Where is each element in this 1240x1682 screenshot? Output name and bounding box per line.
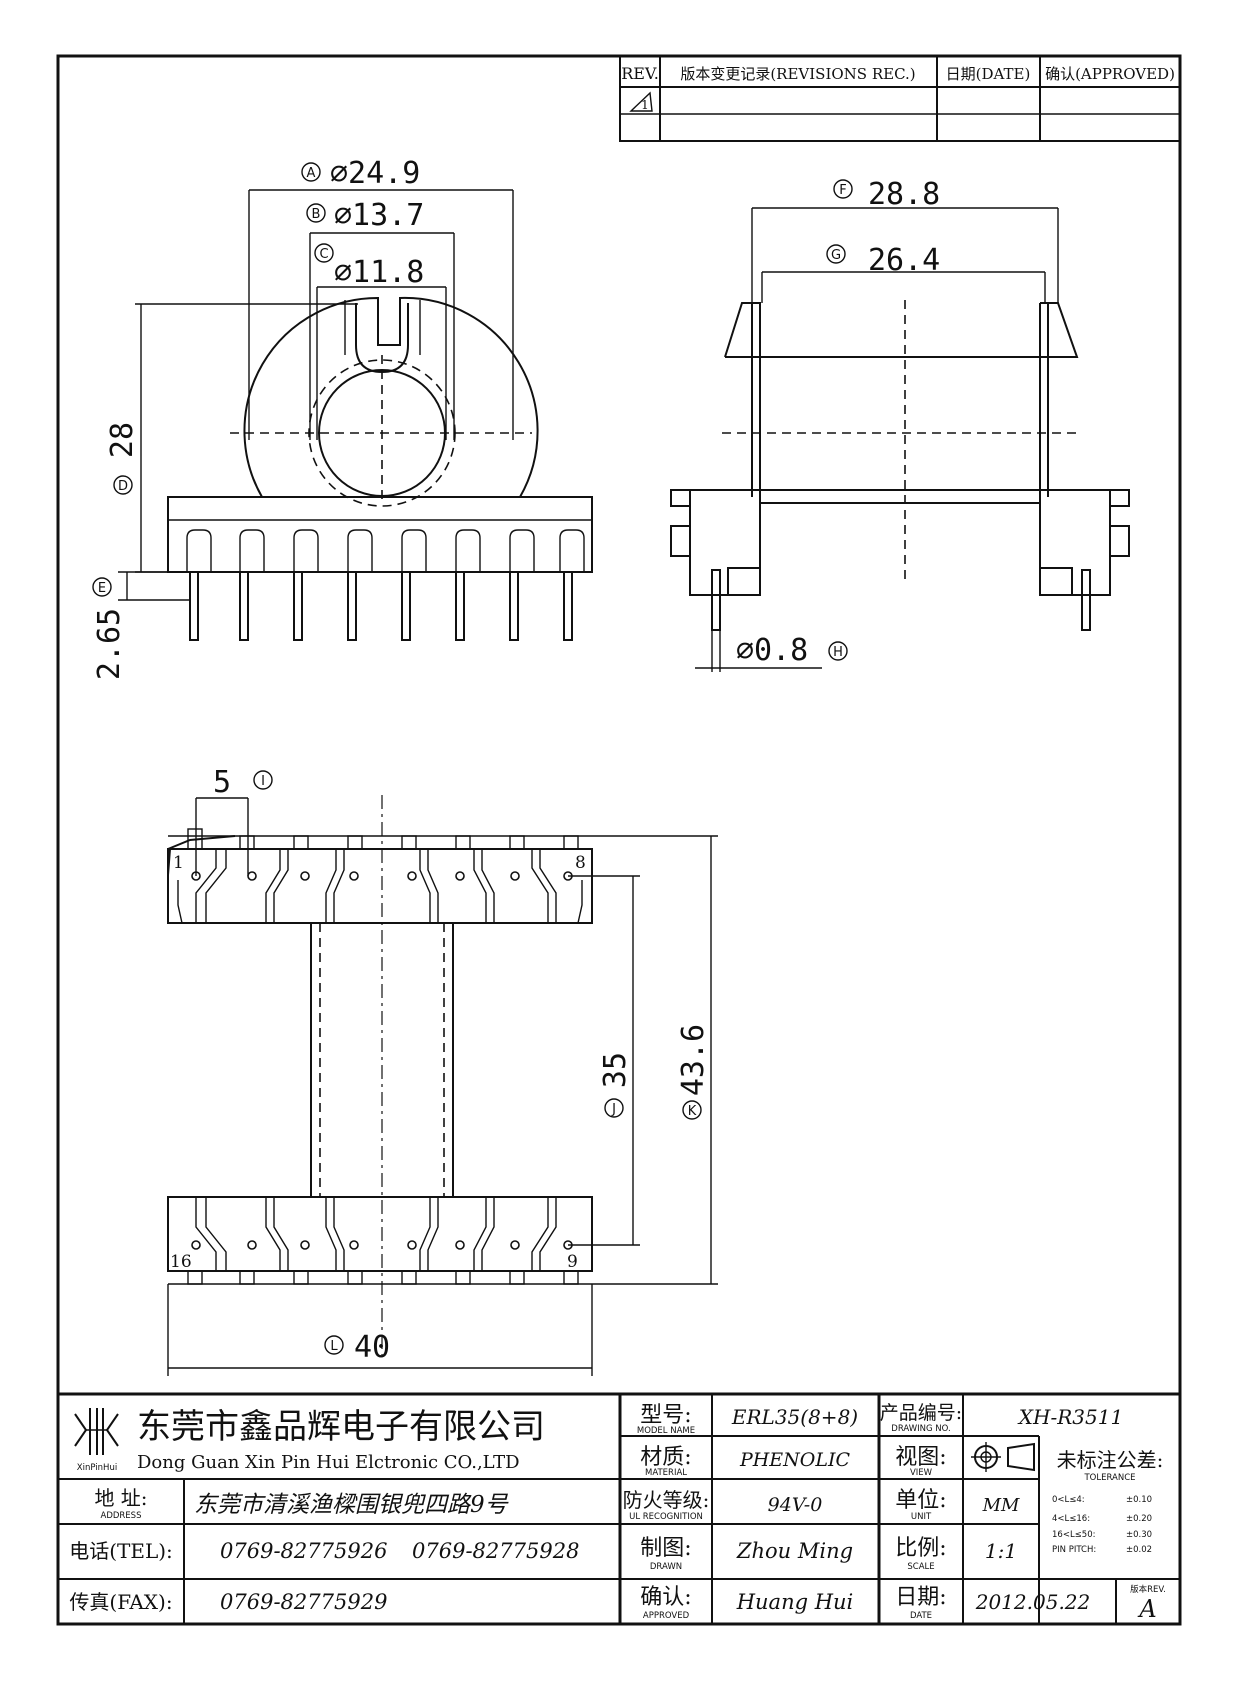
- rev-mark: 1: [641, 98, 649, 112]
- dim-i-marker: I: [261, 774, 265, 789]
- tolerance-range-0: 0<L≤4:: [1052, 1495, 1085, 1505]
- dim-f-marker: F: [839, 183, 846, 198]
- approved-header: 确认(APPROVED): [1045, 65, 1175, 83]
- fax-label: 传真(FAX):: [69, 1590, 172, 1614]
- front-view: A ⌀24.9 B ⌀13.7 C ⌀11.8 28 D E 2.65: [92, 156, 593, 680]
- dim-j-marker: J: [611, 1102, 616, 1117]
- bottom-view: 1 8: [167, 765, 718, 1376]
- company-logo: XinPinHui: [74, 1408, 119, 1473]
- model-label: 型号:: [640, 1403, 691, 1428]
- drawn-label-en: DRAWN: [650, 1562, 682, 1572]
- material-label: 材质:: [640, 1445, 691, 1470]
- approved-value: Huang Hui: [736, 1590, 854, 1614]
- pin-label-8: 8: [575, 853, 586, 873]
- model-value: ERL35(8+8): [731, 1405, 858, 1429]
- dim-c-value: ⌀11.8: [334, 255, 424, 290]
- date-label: 日期:: [895, 1585, 946, 1610]
- dim-i-value: 5: [213, 765, 231, 800]
- date-label-en: DATE: [910, 1611, 932, 1621]
- scale-label: 比例:: [895, 1536, 946, 1561]
- rev-header: REV.: [621, 64, 659, 83]
- fire-value: 94V-0: [768, 1494, 823, 1516]
- scale-label-en: SCALE: [907, 1562, 934, 1572]
- revisions-header: 版本变更记录(REVISIONS REC.): [680, 65, 915, 83]
- dim-d-marker: D: [118, 479, 128, 494]
- drawn-label: 制图:: [640, 1536, 691, 1561]
- side-view: F 28.8 G 26.4 ⌀0.8 H: [670, 177, 1130, 672]
- tolerance-label: 未标注公差:: [1057, 1448, 1164, 1472]
- drawn-value: Zhou Ming: [736, 1539, 853, 1563]
- drawing-border: [56, 54, 1182, 1626]
- logo-text: XinPinHui: [77, 1463, 117, 1473]
- dim-a-value: ⌀24.9: [330, 156, 420, 191]
- tolerance-label-en: TOLERANCE: [1083, 1473, 1135, 1483]
- tolerance-value-2: ±0.30: [1126, 1530, 1152, 1540]
- dim-k-marker: K: [688, 1104, 697, 1119]
- tolerance-range-1: 4<L≤16:: [1052, 1514, 1090, 1524]
- tel-value-1: 0769-82775926: [220, 1539, 387, 1563]
- dim-g-marker: G: [831, 248, 841, 263]
- unit-label: 单位:: [895, 1488, 946, 1513]
- tolerance-range-3: PIN PITCH:: [1052, 1545, 1096, 1555]
- fire-label-en: UL RECOGNITION: [629, 1512, 703, 1522]
- material-value: PHENOLIC: [739, 1449, 851, 1471]
- company-name-en: Dong Guan Xin Pin Hui Elctronic CO.,LTD: [137, 1452, 520, 1473]
- dim-a-marker: A: [307, 166, 316, 181]
- pin-label-9: 9: [567, 1252, 578, 1272]
- material-label-en: MATERIAL: [645, 1468, 687, 1478]
- dim-e-value: 2.65: [92, 608, 127, 680]
- tolerance-range-2: 16<L≤50:: [1052, 1530, 1095, 1540]
- unit-label-en: UNIT: [911, 1512, 932, 1522]
- view-label-en: VIEW: [910, 1468, 933, 1478]
- dim-b-marker: B: [312, 207, 321, 222]
- tolerance-value-3: ±0.02: [1126, 1545, 1152, 1555]
- address-value: 东莞市清溪渔樑围银兜四路9号: [194, 1492, 509, 1518]
- dim-k-value: 43.6: [676, 1024, 711, 1096]
- model-label-en: MODEL NAME: [637, 1426, 695, 1436]
- dim-l-value: 40: [354, 1330, 390, 1365]
- pin-label-16: 16: [170, 1252, 192, 1272]
- approved-label-en: APPROVED: [643, 1611, 690, 1621]
- dim-b-value: ⌀13.7: [334, 198, 424, 233]
- date-value: 2012.05.22: [975, 1590, 1091, 1614]
- dim-e-marker: E: [98, 581, 106, 596]
- drawing-no-value: XH-R3511: [1017, 1405, 1123, 1429]
- unit-value: MM: [982, 1495, 1020, 1516]
- fire-label: 防火等级:: [623, 1488, 710, 1512]
- address-label-en: ADDRESS: [101, 1511, 142, 1521]
- tel-label: 电话(TEL):: [69, 1539, 173, 1563]
- title-block: XinPinHui 东莞市鑫品辉电子有限公司 Dong Guan Xin Pin…: [58, 1392, 1180, 1624]
- tolerance-value-1: ±0.20: [1126, 1514, 1152, 1524]
- dim-f-value: 28.8: [868, 177, 940, 212]
- revision-table: REV. 版本变更记录(REVISIONS REC.) 日期(DATE) 确认(…: [619, 55, 1181, 142]
- version-value: A: [1137, 1595, 1156, 1623]
- company-name-cn: 东莞市鑫品辉电子有限公司: [137, 1407, 545, 1447]
- drawing-no-label: 产品编号:: [880, 1402, 962, 1424]
- approved-label: 确认:: [640, 1585, 691, 1610]
- dim-h-value: ⌀0.8: [736, 633, 808, 668]
- pin-label-1: 1: [173, 853, 184, 873]
- address-label: 地 址:: [94, 1486, 147, 1510]
- fax-value: 0769-82775929: [220, 1590, 387, 1614]
- dim-d-value: 28: [105, 422, 140, 458]
- scale-value: 1:1: [985, 1539, 1017, 1563]
- view-label: 视图:: [895, 1445, 946, 1470]
- dim-l-marker: L: [330, 1339, 338, 1354]
- projection-symbol-icon: [971, 1442, 1035, 1472]
- dim-g-value: 26.4: [868, 243, 940, 278]
- tolerance-value-0: ±0.10: [1126, 1495, 1152, 1505]
- date-header: 日期(DATE): [946, 65, 1031, 83]
- rev-triangle-icon: [629, 91, 653, 112]
- dim-j-value: 35: [598, 1052, 633, 1088]
- version-label: 版本REV.: [1130, 1584, 1166, 1595]
- dim-c-marker: C: [319, 247, 328, 262]
- tel-value-2: 0769-82775928: [412, 1539, 579, 1563]
- dim-h-marker: H: [833, 645, 843, 660]
- drawing-no-label-en: DRAWING NO.: [891, 1424, 950, 1434]
